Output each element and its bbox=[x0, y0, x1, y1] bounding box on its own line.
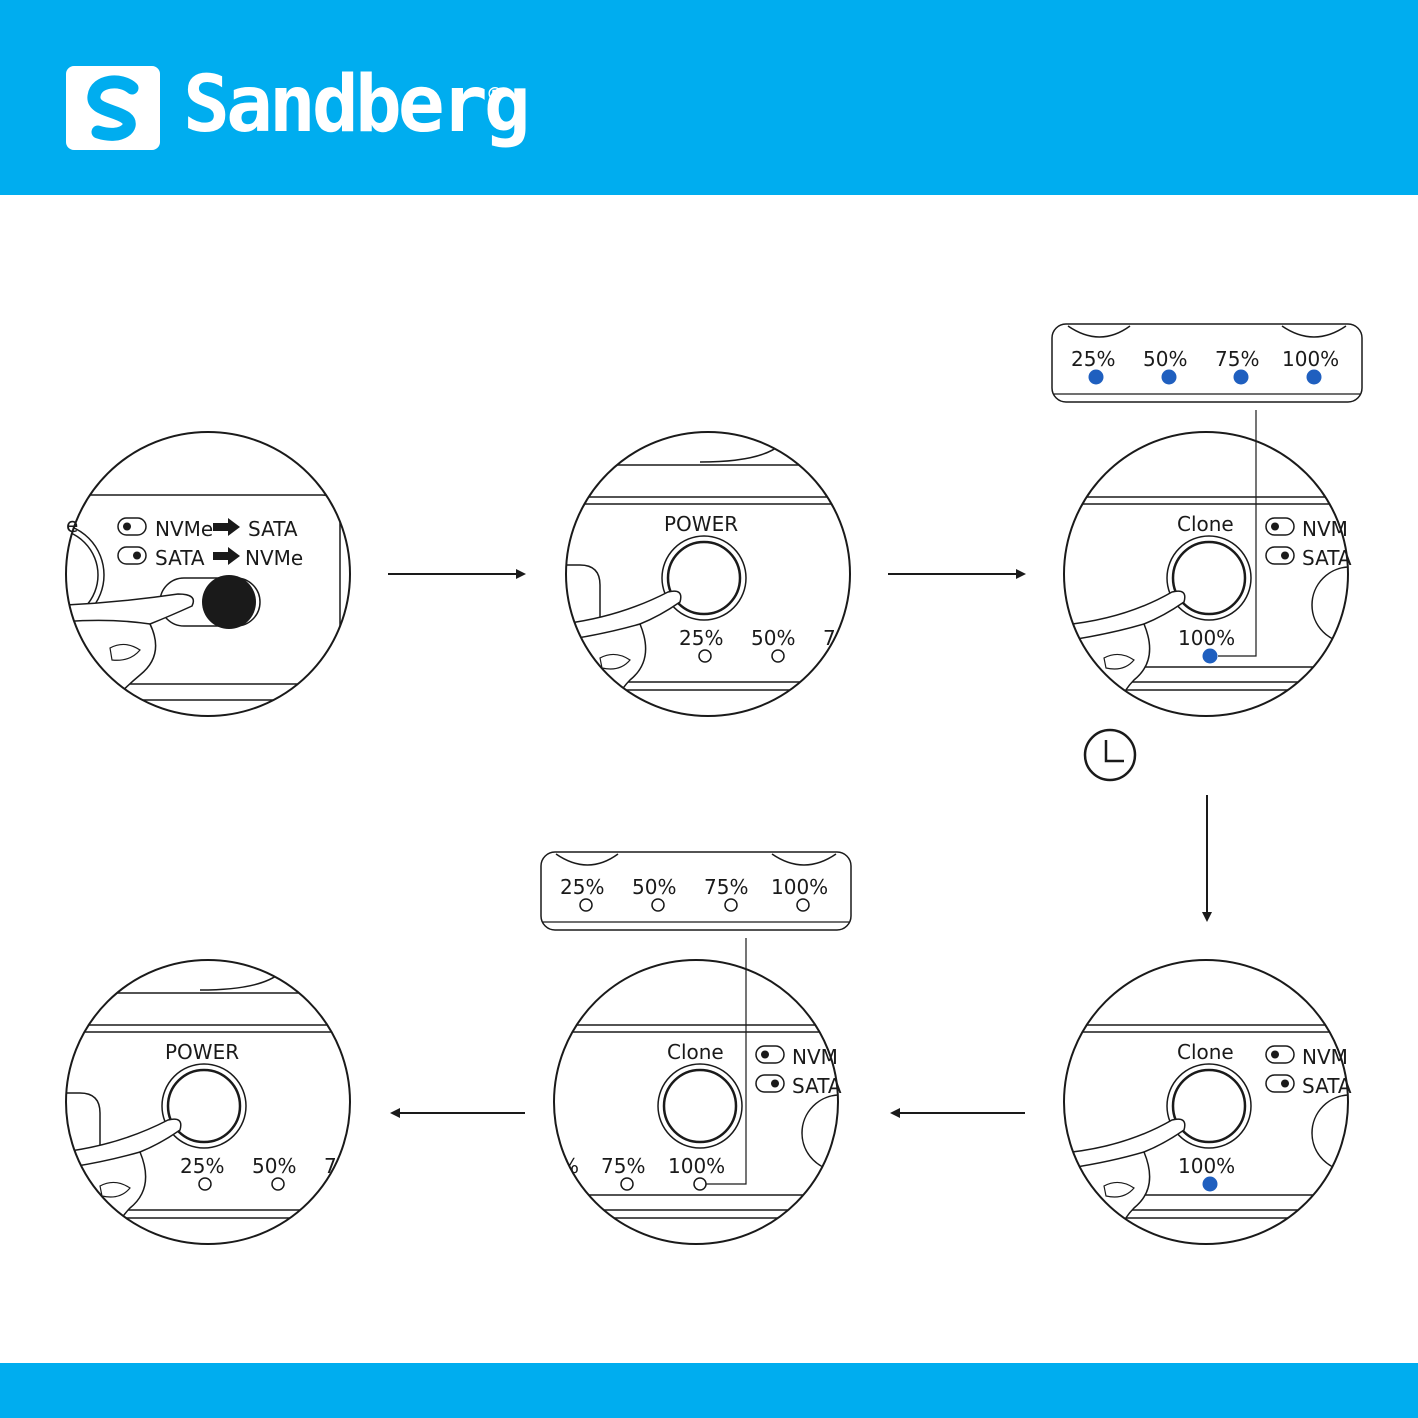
step3-callout-led4: 100% bbox=[1282, 347, 1339, 371]
footer-bar bbox=[0, 1363, 1418, 1418]
step4-mode-bottom: SATA bbox=[1302, 1074, 1352, 1098]
led-on-icon bbox=[1203, 649, 1218, 664]
step6-led1-label: 25% bbox=[180, 1154, 224, 1178]
step1-mode-bottom-target: NVMe bbox=[245, 546, 303, 570]
led-on-icon bbox=[1089, 370, 1104, 385]
step1-magnifier: e NVMe SATA SATA NVMe bbox=[0, 432, 380, 720]
step6-led2-label: 50% bbox=[252, 1154, 296, 1178]
step3-callout-led2: 50% bbox=[1143, 347, 1187, 371]
step4-magnifier: Clone NVM SATA 100% bbox=[1050, 960, 1388, 1248]
step3-callout-led1: 25% bbox=[1071, 347, 1115, 371]
step5-led2-label: 100% bbox=[668, 1154, 725, 1178]
step1-mode-top: NVMe bbox=[155, 517, 213, 541]
step3-mode-bottom: SATA bbox=[1302, 546, 1352, 570]
clock-icon bbox=[1085, 730, 1135, 780]
step2-power-label: POWER bbox=[664, 512, 738, 536]
step4-led-label: 100% bbox=[1178, 1154, 1235, 1178]
led-on-icon bbox=[1162, 370, 1177, 385]
step5-callout-led3: 75% bbox=[704, 875, 748, 899]
led-off-icon bbox=[580, 899, 592, 911]
step2-led1-label: 25% bbox=[679, 626, 723, 650]
step2-led2-label: 50% bbox=[751, 626, 795, 650]
led-off-icon bbox=[725, 899, 737, 911]
step5-magnifier: % Clone NVM SATA 75% 100% bbox=[540, 960, 878, 1244]
step5-callout-led4: 100% bbox=[771, 875, 828, 899]
led-on-icon bbox=[1234, 370, 1249, 385]
step3-callout-led3: 75% bbox=[1215, 347, 1259, 371]
led-off-icon bbox=[652, 899, 664, 911]
step5-led-callout: 25% 50% 75% 100% bbox=[541, 852, 851, 1184]
led-on-icon bbox=[1307, 370, 1322, 385]
step3-led-callout: 25% 50% 75% 100% bbox=[1052, 324, 1362, 656]
step5-callout-led2: 50% bbox=[632, 875, 676, 899]
step3-led-label: 100% bbox=[1178, 626, 1235, 650]
step2-magnifier: POWER 25% 50% 7 bbox=[540, 432, 880, 720]
step1-mode-bottom: SATA bbox=[155, 546, 205, 570]
led-off-icon bbox=[797, 899, 809, 911]
step5-clone-label: Clone bbox=[667, 1040, 724, 1064]
step3-magnifier: Clone NVM SATA 100% bbox=[1050, 432, 1388, 720]
step3-clone-label: Clone bbox=[1177, 512, 1234, 536]
step5-callout-led1: 25% bbox=[560, 875, 604, 899]
step5-mode-bottom: SATA bbox=[792, 1074, 842, 1098]
step6-power-label: POWER bbox=[165, 1040, 239, 1064]
step6-magnifier: POWER 25% 50% 7 bbox=[40, 960, 380, 1248]
step4-clone-label: Clone bbox=[1177, 1040, 1234, 1064]
step1-mode-top-target: SATA bbox=[248, 517, 298, 541]
step5-led1-label: 75% bbox=[601, 1154, 645, 1178]
led-on-icon bbox=[1203, 1177, 1218, 1192]
